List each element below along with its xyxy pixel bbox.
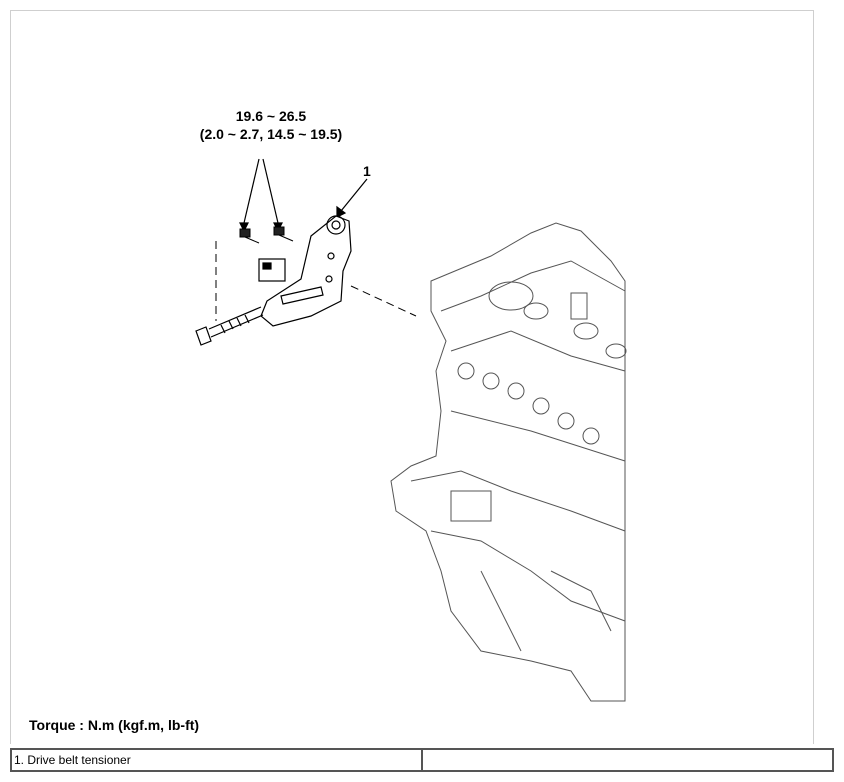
legend-cell: 1. Drive belt tensioner [10, 748, 423, 772]
legend-table: 1. Drive belt tensioner [10, 748, 834, 772]
alignment-lines [215, 241, 417, 321]
torque-units-note: Torque : N.m (kgf.m, lb-ft) [29, 717, 200, 733]
top-bolts [239, 226, 294, 244]
torque-spec-value: 19.6 ~ 26.5 [235, 108, 307, 124]
callout-number: 1 [363, 163, 371, 179]
drive-belt-tensioner [258, 215, 352, 327]
long-bolt [195, 306, 264, 346]
engine-block [390, 222, 627, 702]
callout-leader-arrow [336, 178, 368, 218]
torque-spec-conversion: (2.0 ~ 2.7, 14.5 ~ 19.5) [199, 126, 343, 142]
legend-cell [421, 748, 834, 772]
engine-diagram [195, 158, 627, 702]
torque-spec: 19.6 ~ 26.5 (2.0 ~ 2.7, 14.5 ~ 19.5) [186, 107, 356, 143]
table-row: 1. Drive belt tensioner [10, 748, 834, 772]
torque-leader-arrows [239, 158, 283, 233]
figure-frame: 19.6 ~ 26.5 (2.0 ~ 2.7, 14.5 ~ 19.5) 1 T… [10, 10, 814, 744]
